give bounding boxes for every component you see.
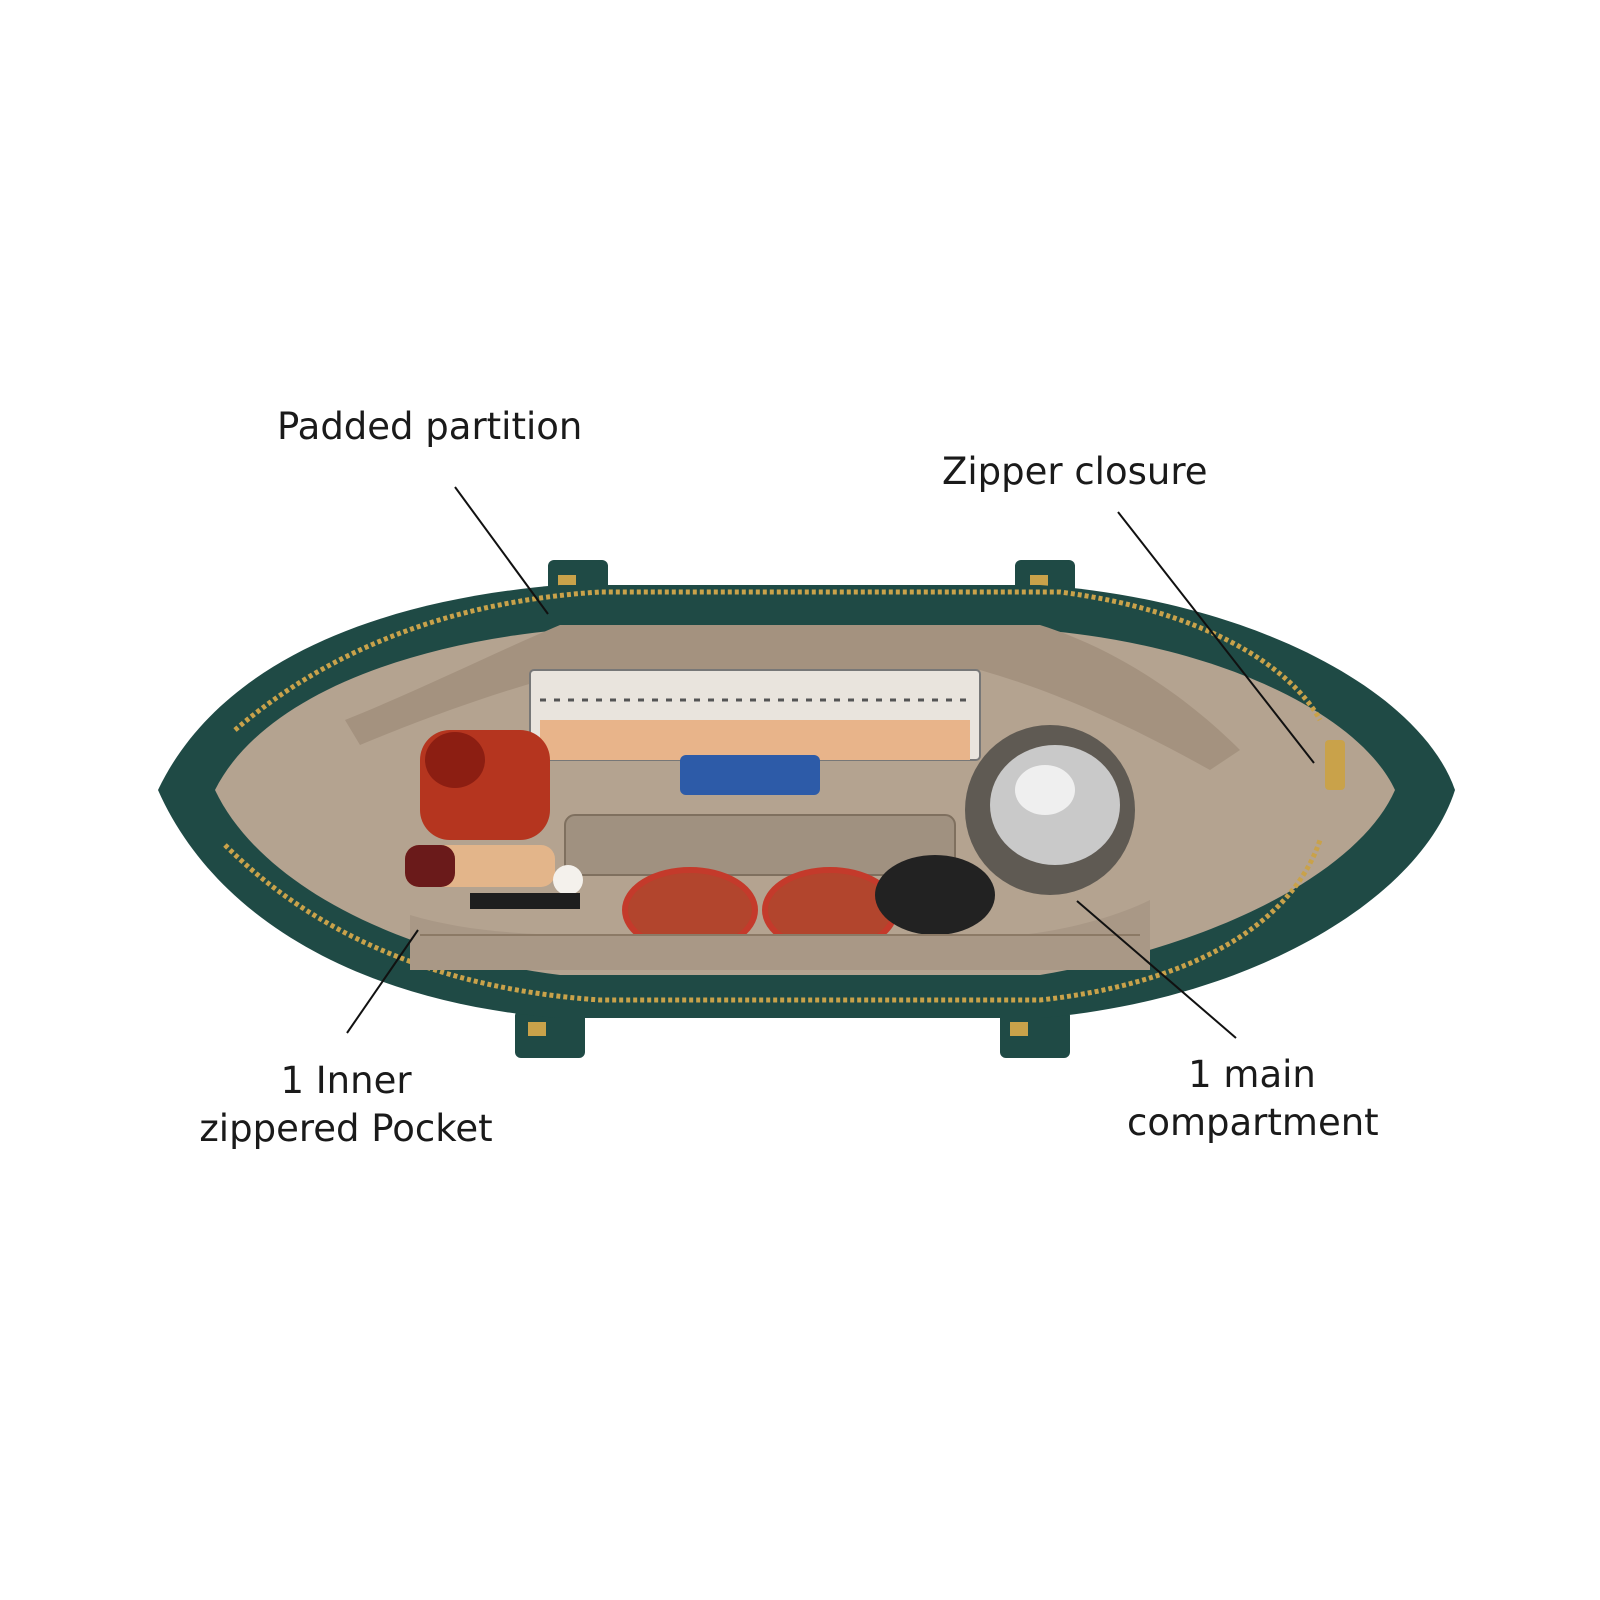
label-zipper-closure: Zipper closure <box>942 448 1208 496</box>
label-inner-pocket-line-1: 1 Inner <box>280 1059 412 1102</box>
bag-contents <box>405 669 1150 970</box>
label-inner-pocket: 1 Inner zippered Pocket <box>191 1057 501 1153</box>
label-main-compartment-line-1: 1 main <box>1188 1053 1316 1096</box>
label-zipper-closure-line-1: Zipper closure <box>942 450 1208 493</box>
bottle-icon <box>965 725 1135 895</box>
label-inner-pocket-line-2: zippered Pocket <box>199 1107 493 1150</box>
callout-line-inner-pocket <box>346 929 419 1034</box>
zipper-bottom <box>223 839 1323 1003</box>
callout-line-zipper-closure <box>1117 511 1315 764</box>
zipper-top <box>233 589 1323 732</box>
zipper-pull <box>1325 740 1345 790</box>
callout-line-padded-partition <box>454 486 549 615</box>
callout-line-main-compartment <box>1076 900 1237 1039</box>
compact-icon <box>875 855 995 935</box>
label-padded-partition-line-1: Padded partition <box>277 405 583 448</box>
label-main-compartment: 1 main compartment <box>1127 1051 1379 1147</box>
label-padded-partition: Padded partition <box>277 403 582 451</box>
wallet-icon <box>564 814 956 876</box>
label-main-compartment-line-2: compartment <box>1127 1101 1379 1144</box>
phone-icon <box>680 755 820 795</box>
callout-lines <box>346 486 1315 1039</box>
padded-partition <box>345 625 1240 770</box>
bag-lining <box>215 630 1395 975</box>
